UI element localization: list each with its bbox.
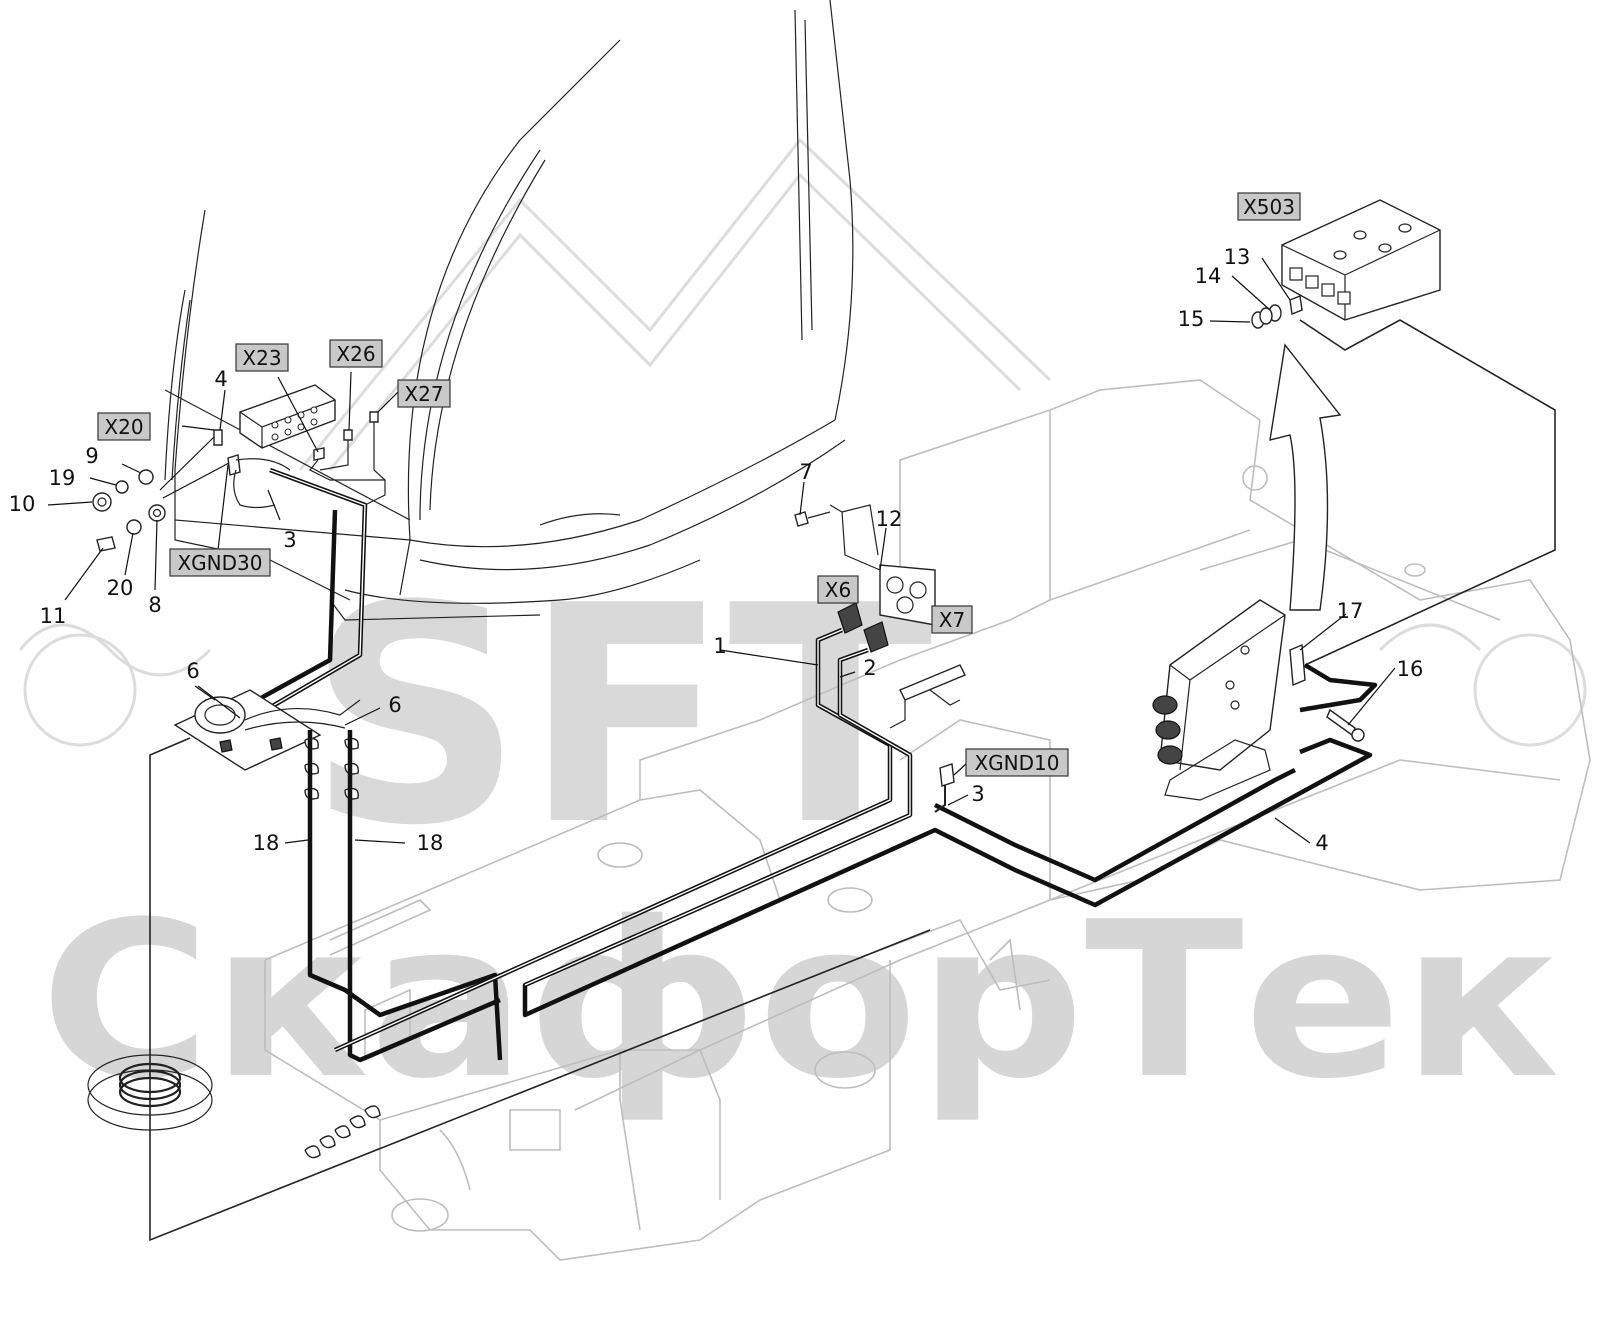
svg-text:X6: X6 bbox=[825, 578, 851, 602]
svg-text:X26: X26 bbox=[336, 342, 375, 366]
harness-3-branch bbox=[228, 509, 338, 717]
callout-10: 10 bbox=[9, 492, 36, 516]
washer-8 bbox=[148, 504, 166, 522]
svg-text:X27: X27 bbox=[404, 382, 443, 406]
callout-4-left: 4 bbox=[214, 367, 227, 391]
tag-x23: X23 bbox=[235, 343, 289, 372]
harness-x503-thin bbox=[1299, 319, 1556, 440]
callout-8: 8 bbox=[148, 593, 161, 617]
callout-12: 12 bbox=[876, 507, 903, 531]
bracket-12 bbox=[879, 564, 936, 626]
callout-6-left: 6 bbox=[186, 659, 199, 683]
callout-1: 1 bbox=[713, 634, 726, 658]
callout-13: 13 bbox=[1224, 245, 1251, 269]
cable-clip-4 bbox=[213, 429, 223, 446]
callout-19: 19 bbox=[49, 466, 76, 490]
cab-shell bbox=[164, 0, 854, 621]
callout-numbers: 1 2 3 3 4 4 6 6 7 8 9 10 11 12 13 14 15 … bbox=[9, 245, 1424, 855]
washer-20 bbox=[126, 519, 142, 535]
svg-text:XGND10: XGND10 bbox=[974, 751, 1059, 775]
harness-17 bbox=[1299, 663, 1378, 713]
ecu-plugs bbox=[1152, 695, 1183, 765]
frame-clips bbox=[304, 1105, 381, 1159]
callout-4-right: 4 bbox=[1315, 831, 1328, 855]
clamp-plate bbox=[173, 689, 322, 771]
ecu-module bbox=[1159, 599, 1286, 771]
harness-run-down-a bbox=[307, 730, 503, 1061]
svg-text:X23: X23 bbox=[242, 346, 281, 370]
connector-x6-boot bbox=[837, 602, 863, 634]
leader-lines bbox=[47, 257, 1396, 844]
coil-inner-a bbox=[118, 1062, 182, 1094]
tag-x27: X27 bbox=[397, 379, 451, 408]
tag-x26: X26 bbox=[329, 339, 383, 368]
ground-lug-xgnd30 bbox=[227, 454, 241, 476]
callout-18-right: 18 bbox=[417, 831, 444, 855]
connector-x26-plug bbox=[343, 429, 353, 441]
callout-9: 9 bbox=[85, 444, 98, 468]
connector-13 bbox=[1289, 295, 1303, 315]
tag-xgnd10: XGND10 bbox=[965, 748, 1069, 777]
callout-14: 14 bbox=[1195, 264, 1222, 288]
callout-17: 17 bbox=[1337, 599, 1364, 623]
callout-18-left: 18 bbox=[253, 831, 280, 855]
nut-10-icon bbox=[92, 492, 112, 512]
tag-xgnd30: XGND30 bbox=[169, 548, 271, 577]
svg-text:X503: X503 bbox=[1243, 195, 1295, 219]
relay-strip bbox=[899, 664, 966, 701]
callout-7: 7 bbox=[799, 460, 812, 484]
coil-outer-a bbox=[87, 1054, 213, 1116]
callout-11: 11 bbox=[40, 604, 67, 628]
washer-9 bbox=[138, 469, 154, 485]
tag-x7: X7 bbox=[931, 605, 973, 634]
junction-box-x23-pins bbox=[271, 406, 318, 441]
callout-3-left: 3 bbox=[283, 528, 296, 552]
clamp-6-ring-a bbox=[194, 696, 246, 734]
svg-text:X7: X7 bbox=[939, 608, 965, 632]
chassis-frame bbox=[264, 379, 1591, 1261]
harness-4 bbox=[933, 767, 1297, 883]
harness-loop-thin bbox=[149, 737, 931, 1242]
connector-x23-plug bbox=[313, 447, 325, 461]
svg-text:XGND30: XGND30 bbox=[177, 551, 262, 575]
junction-box-x23 bbox=[239, 384, 336, 449]
callout-16: 16 bbox=[1397, 657, 1424, 681]
callout-6-right: 6 bbox=[388, 693, 401, 717]
harness-run-down-b bbox=[347, 730, 501, 1063]
callout-3-center: 3 bbox=[971, 782, 984, 806]
ground-lug-xgnd10 bbox=[939, 763, 955, 787]
right-assembly bbox=[1152, 199, 1556, 801]
tag-x503: X503 bbox=[1237, 192, 1301, 221]
connector-x7-boot bbox=[863, 621, 889, 653]
front-connector-assembly bbox=[92, 384, 386, 552]
connector-x27-plug bbox=[369, 411, 379, 423]
tag-x6: X6 bbox=[817, 575, 859, 604]
center-harness bbox=[334, 504, 1373, 1053]
screw-7 bbox=[794, 511, 809, 527]
watermark-brand: СкафорТек bbox=[40, 875, 1560, 1126]
tag-x20: X20 bbox=[97, 412, 151, 441]
washer-19 bbox=[115, 480, 129, 494]
bolt-11 bbox=[96, 536, 116, 552]
direction-arrow bbox=[1269, 343, 1342, 611]
junction-box-x503-ports bbox=[1289, 267, 1351, 305]
junction-box-x503 bbox=[1281, 199, 1441, 321]
callout-20: 20 bbox=[107, 576, 134, 600]
left-harness bbox=[87, 467, 931, 1242]
callout-2: 2 bbox=[863, 656, 876, 680]
ground-wire-xgnd10 bbox=[934, 785, 946, 813]
connector-17 bbox=[1289, 643, 1306, 687]
svg-text:X20: X20 bbox=[104, 415, 143, 439]
callout-15: 15 bbox=[1178, 307, 1205, 331]
